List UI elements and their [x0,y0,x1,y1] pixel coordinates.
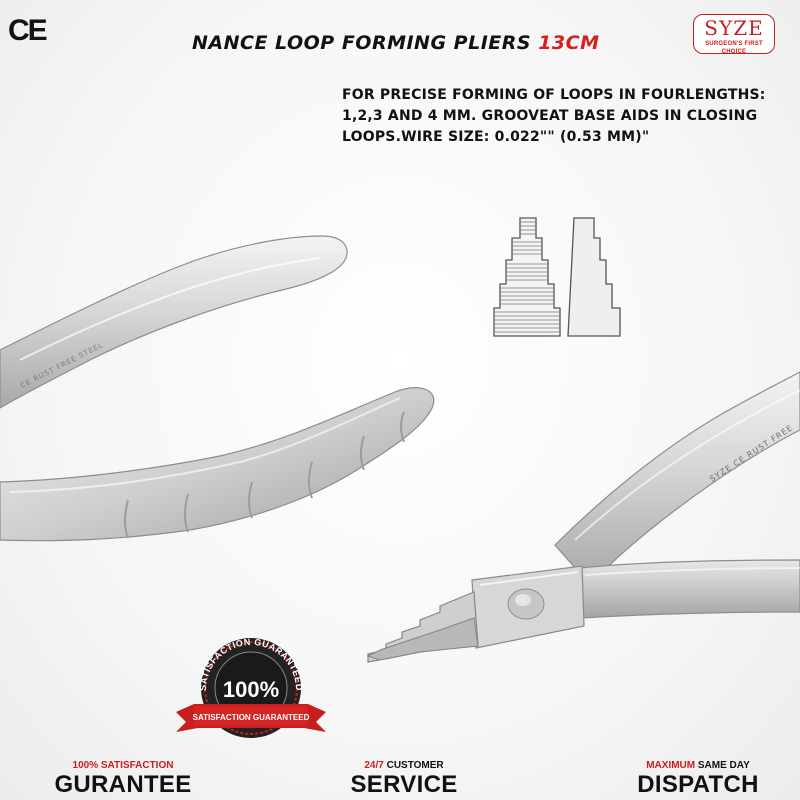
jaw-side-profile [567,217,621,337]
footer-service-caption: 24/7 CUSTOMER [364,760,444,771]
footer-service-title: SERVICE [350,771,458,798]
jaw-hatching [494,221,560,333]
product-title: NANCE LOOP FORMING PLIERS 13CM [192,32,632,54]
footer-guarantee: 100% SATISFACTION GURANTEE [48,760,198,798]
badge-ribbon-text: SATISFACTION GUARANTEED [193,713,310,722]
footer-dispatch: MAXIMUM SAME DAY DISPATCH [608,760,788,798]
footer-guarantee-caption: 100% SATISFACTION [72,760,174,771]
footer-service: 24/7 CUSTOMER SERVICE [334,760,474,798]
brand-logo: SYZE SURGEON'S FIRST CHOICE [693,14,775,55]
jaw-step-diagram [493,217,621,337]
brand-tagline: SURGEON'S FIRST CHOICE [705,41,763,55]
left-upper-handle: CE RUST FREE STEEL [0,235,348,409]
footer-dispatch-caption: MAXIMUM SAME DAY [646,760,750,771]
left-lower-handle [0,387,435,542]
stepped-jaw-profile [493,217,561,337]
product-title-name: NANCE LOOP FORMING PLIERS [192,32,532,54]
brand-name: SYZE [704,16,764,40]
badge-percent: 100% [223,677,279,702]
ce-mark-logo: CE [8,14,48,47]
satisfaction-badge: SATISFACTION GUARANTEED 100% SATISFACTIO… [176,637,326,738]
right-pliers: SYZE CE RUST FREE [366,371,800,663]
footer-dispatch-title: DISPATCH [637,771,759,798]
product-description: FOR PRECISE FORMING OF LOOPS IN FOURLENG… [342,87,766,145]
product-title-size: 13CM [538,32,600,54]
footer-guarantee-title: GURANTEE [54,771,192,798]
